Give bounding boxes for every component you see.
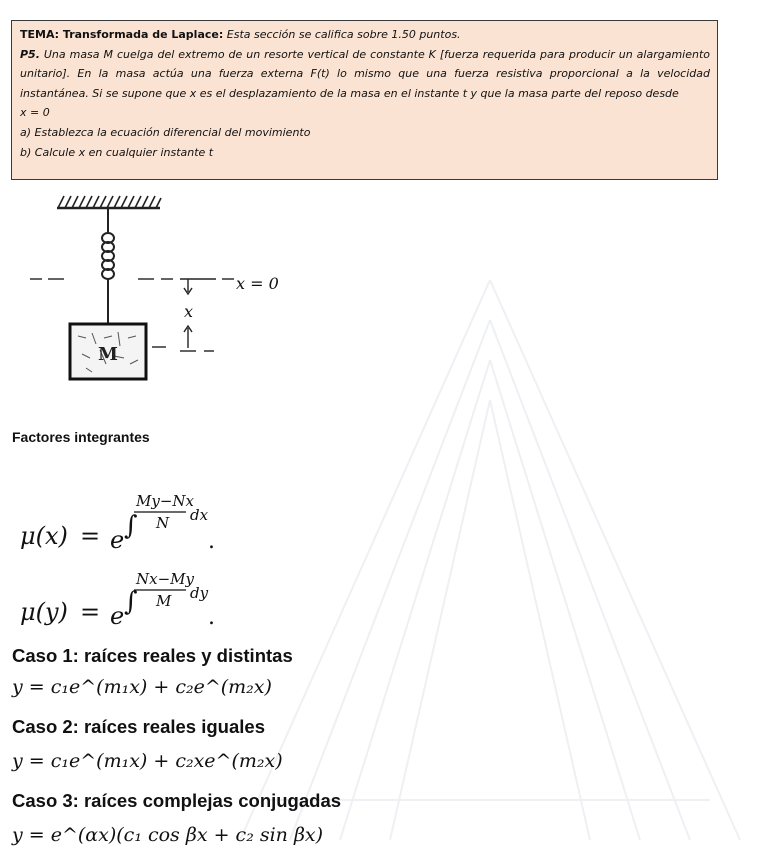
reference-lines — [30, 278, 234, 352]
part-b: b) Calcule x en cualquier instante t — [20, 145, 214, 159]
mu-y-base: e — [110, 602, 124, 630]
mu-y-integral-sign: ∫ — [124, 587, 138, 617]
topic-note: Esta sección se califica sobre 1.50 punt… — [226, 28, 461, 41]
mu-y-lhs: μ(y) — [20, 598, 68, 626]
mu-x-base: e — [110, 526, 124, 554]
task-statement-box: TEMA: Transformada de Laplace: Esta secc… — [11, 20, 718, 180]
case-1-formula: y = c₁e^(m₁x) + c₂e^(m₂x) — [12, 676, 272, 698]
problem-statement: P5. Una masa M cuelga del extremo de un … — [20, 45, 710, 104]
case-2-formula: y = c₁e^(m₁x) + c₂xe^(m₂x) — [12, 750, 283, 772]
mu-y-period: . — [208, 605, 215, 630]
problem-label: P5. — [20, 47, 40, 61]
spring — [101, 208, 115, 324]
mass-block: M — [68, 322, 148, 381]
topic-line: TEMA: Transformada de Laplace: Esta secc… — [20, 25, 710, 45]
mu-x-formula: μ(x) = e ∫ My−Nx N dx . — [20, 492, 215, 554]
initial-condition: x = 0 — [20, 106, 50, 120]
mu-x-differential: dx — [190, 506, 209, 524]
ceiling-support — [57, 195, 162, 210]
mu-x-integral-sign: ∫ — [124, 511, 138, 541]
svg-text:M: M — [98, 344, 118, 365]
case-3-heading: Caso 3: raíces complejas conjugadas — [12, 790, 342, 811]
reference-x-zero-label: x = 0 — [236, 274, 279, 293]
mu-y-formula: μ(y) = e ∫ Nx−My M dy . — [20, 570, 215, 630]
mu-x-numerator: My−Nx — [135, 492, 195, 510]
displacement-x-label: x — [184, 302, 193, 321]
mu-y-denominator: M — [155, 592, 172, 610]
topic-label: TEMA: Transformada de Laplace: — [20, 28, 224, 41]
mu-y-differential: dy — [190, 584, 209, 602]
mu-x-lhs: μ(x) — [20, 522, 68, 550]
case-1-heading: Caso 1: raíces reales y distintas — [12, 645, 293, 666]
mu-x-denominator: N — [155, 514, 170, 532]
mu-x-period: . — [208, 529, 215, 554]
mu-y-equals: = — [80, 598, 100, 626]
case-3-formula: y = e^(αx)(c₁ cos βx + c₂ sin βx) — [12, 824, 324, 846]
spring-mass-figure: M x = 0 x — [30, 195, 279, 381]
integrating-factors-heading: Factores integrantes — [12, 429, 150, 445]
mu-x-equals: = — [80, 522, 100, 550]
case-2-heading: Caso 2: raíces reales iguales — [12, 716, 265, 737]
problem-text: Una masa M cuelga del extremo de un reso… — [20, 47, 711, 100]
part-a: a) Establezca la ecuación diferencial de… — [20, 125, 311, 139]
mu-y-numerator: Nx−My — [135, 570, 195, 588]
